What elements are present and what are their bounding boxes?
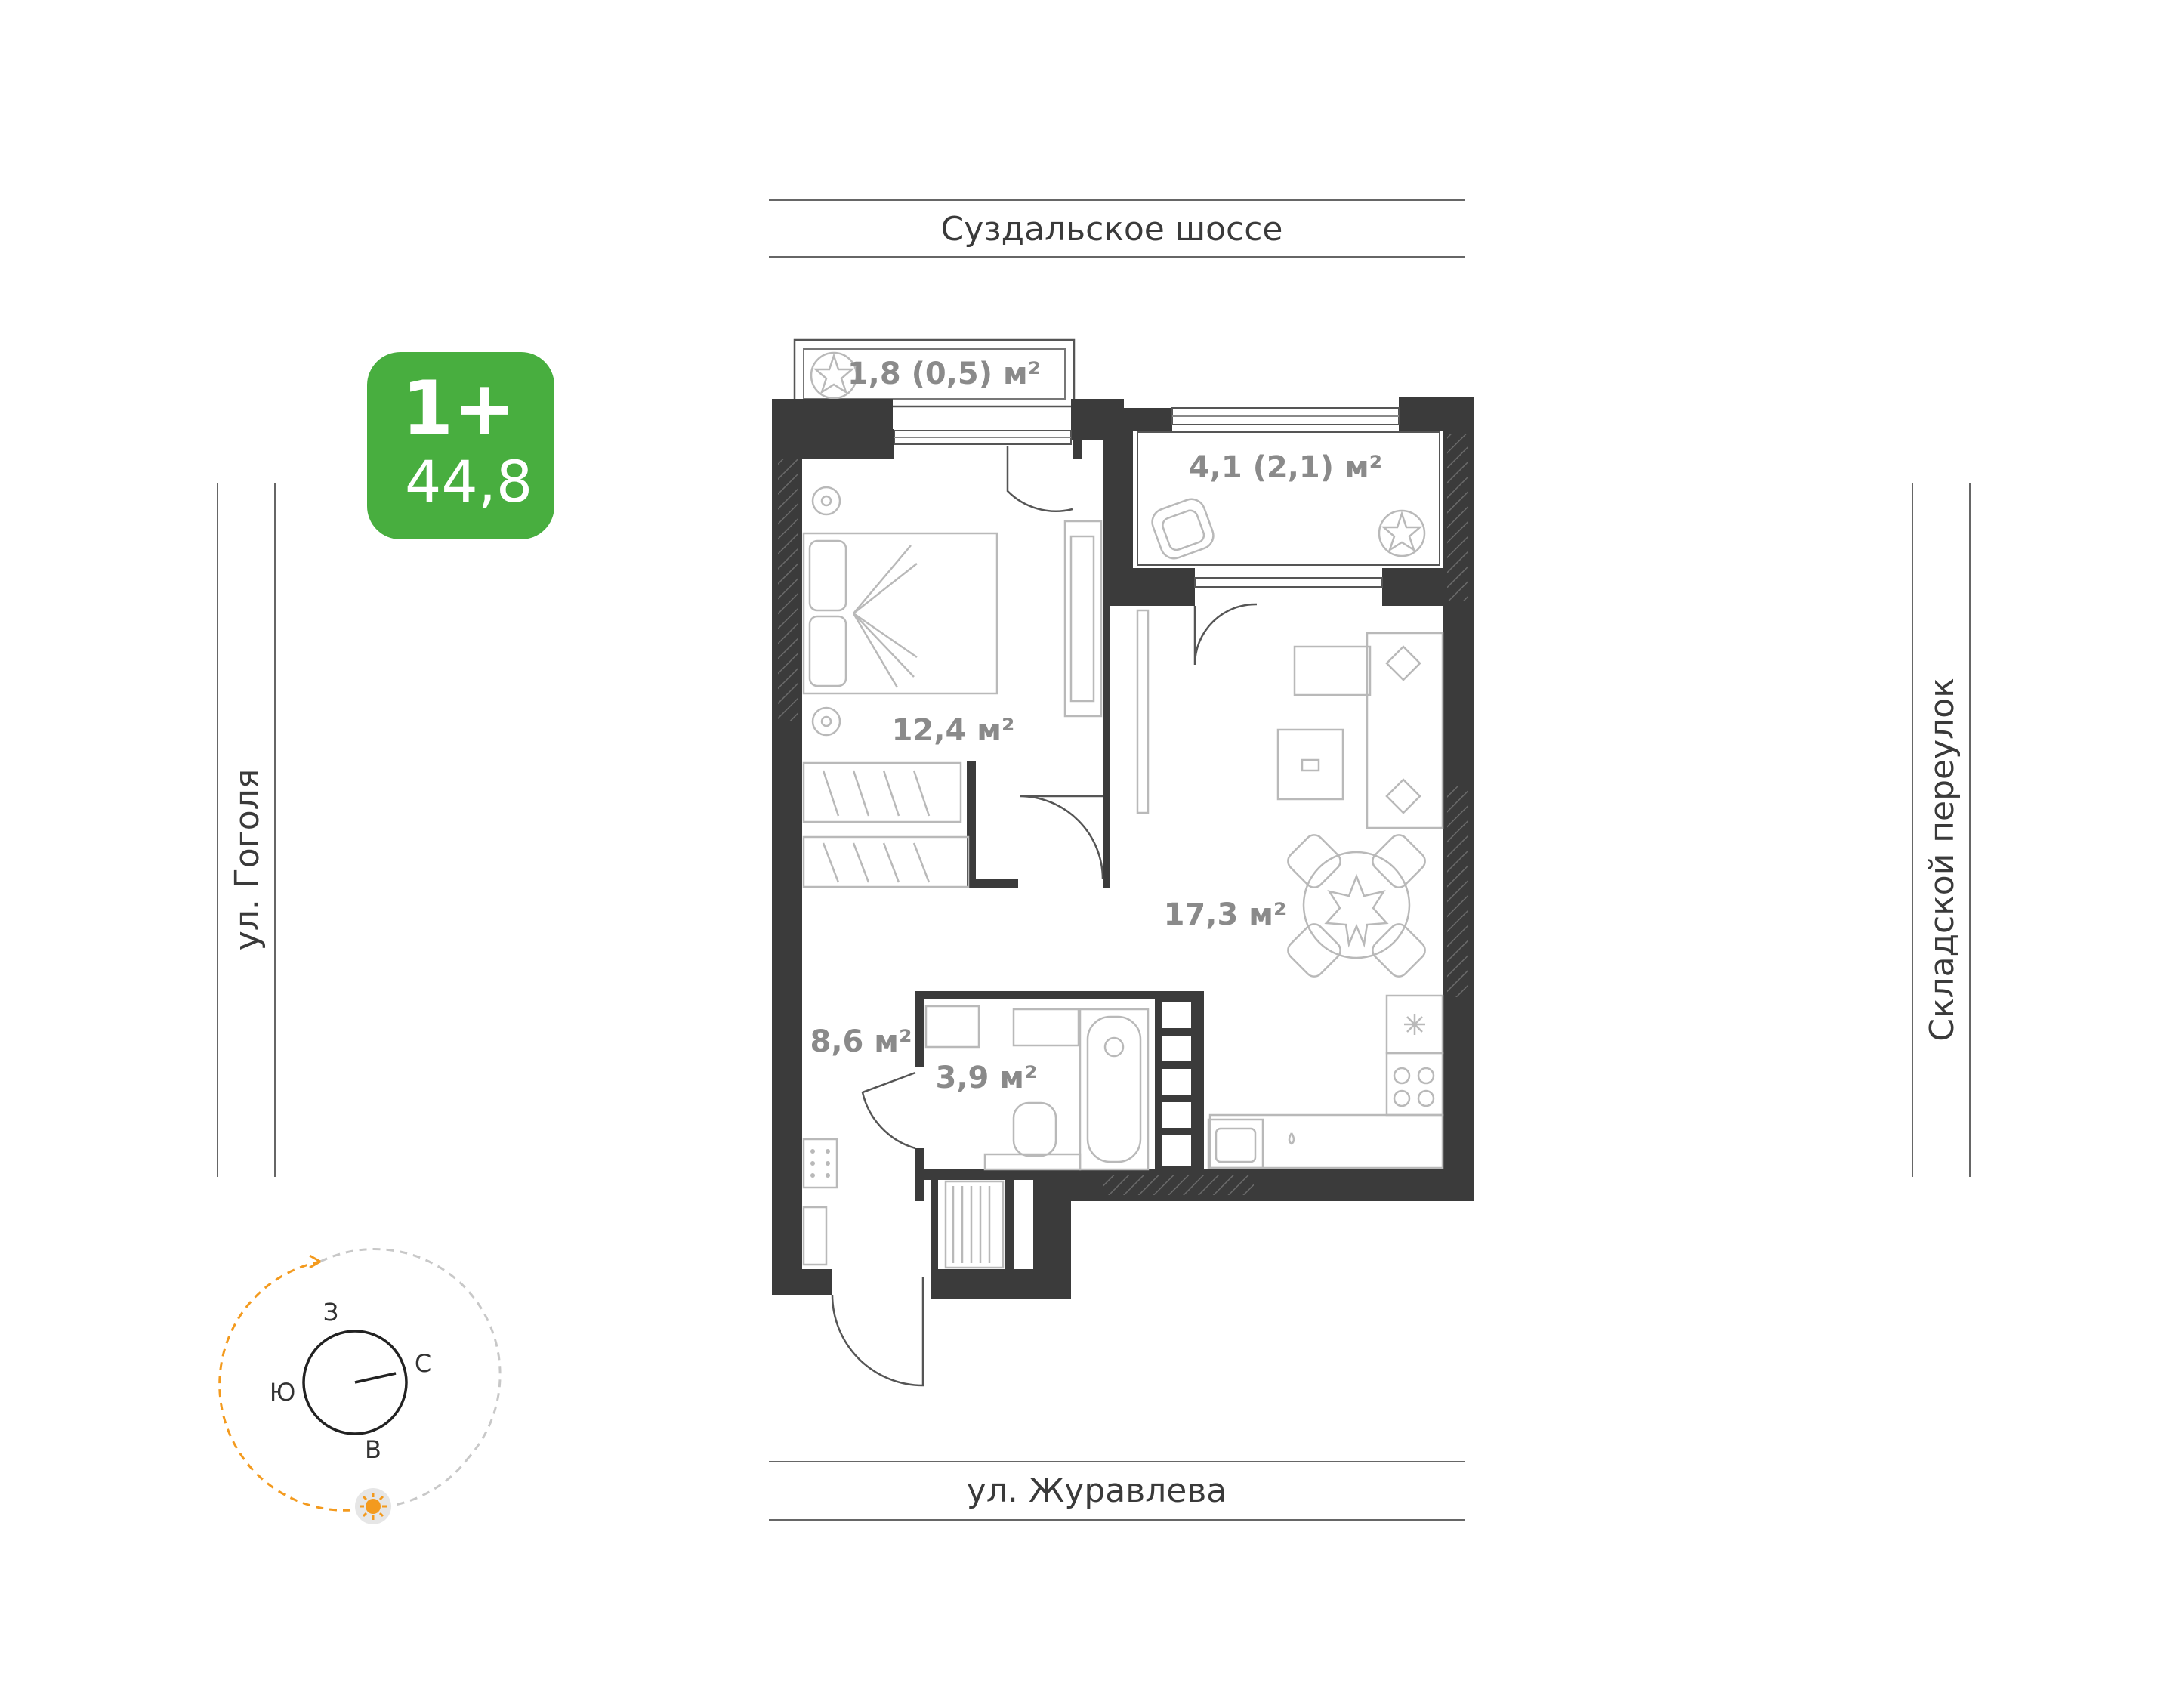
compass-ring	[302, 1330, 408, 1435]
plant-icon	[1378, 509, 1426, 557]
bathroom	[924, 995, 1199, 1173]
apartment-badge: 1+ 44,8	[367, 352, 554, 539]
compass: З С Ю В	[218, 1248, 502, 1524]
walls	[772, 397, 1474, 1299]
compass-needle	[354, 1372, 397, 1384]
living-furniture	[1136, 609, 1444, 1169]
kitchen	[1207, 994, 1444, 1169]
compass-north: С	[415, 1349, 431, 1378]
street-north-label: Суздальское шоссе	[941, 210, 1283, 249]
dining-set	[1287, 834, 1426, 978]
lamp-icon	[811, 706, 841, 737]
compass-south: Ю	[270, 1378, 296, 1407]
hallway-furniture	[802, 1138, 1005, 1269]
living-area: 17,3 м²	[1164, 897, 1287, 932]
street-north: Суздальское шоссе	[769, 199, 1465, 258]
bedroom-area: 12,4 м²	[892, 713, 1015, 748]
bedroom-furniture	[802, 486, 1103, 888]
loggia	[1137, 431, 1440, 566]
street-south: ул. Журавлева	[769, 1461, 1465, 1521]
coffee-table	[1276, 728, 1344, 801]
hallway-area: 8,6 м²	[810, 1024, 912, 1059]
bathroom-area: 3,9 м²	[936, 1061, 1038, 1095]
street-east-label: Складской переулок	[1923, 678, 1961, 1042]
loggia-area: 4,1 (2,1) м²	[1189, 450, 1382, 485]
armchair-icon	[1151, 498, 1215, 560]
street-east: Складской переулок	[1912, 483, 1971, 1177]
compass-west: З	[323, 1298, 339, 1327]
street-west-label: ул. Гоголя	[228, 769, 267, 951]
apartment-total-area: 44,8	[405, 448, 533, 515]
compass-east: В	[365, 1435, 381, 1464]
street-south-label: ул. Журавлева	[967, 1472, 1227, 1510]
windows	[894, 407, 1400, 588]
street-west: ул. Гоголя	[217, 483, 276, 1177]
wardrobe	[802, 761, 970, 888]
balcony-top	[793, 338, 1076, 408]
bed	[802, 532, 998, 695]
lamp-icon	[811, 486, 841, 516]
doors	[831, 446, 1258, 1387]
sofa	[1293, 632, 1444, 829]
plant-icon	[810, 351, 858, 400]
sun-icon	[355, 1488, 391, 1524]
apartment-type: 1+	[402, 366, 516, 452]
balcony-top-area: 1,8 (0,5) м²	[847, 357, 1041, 391]
